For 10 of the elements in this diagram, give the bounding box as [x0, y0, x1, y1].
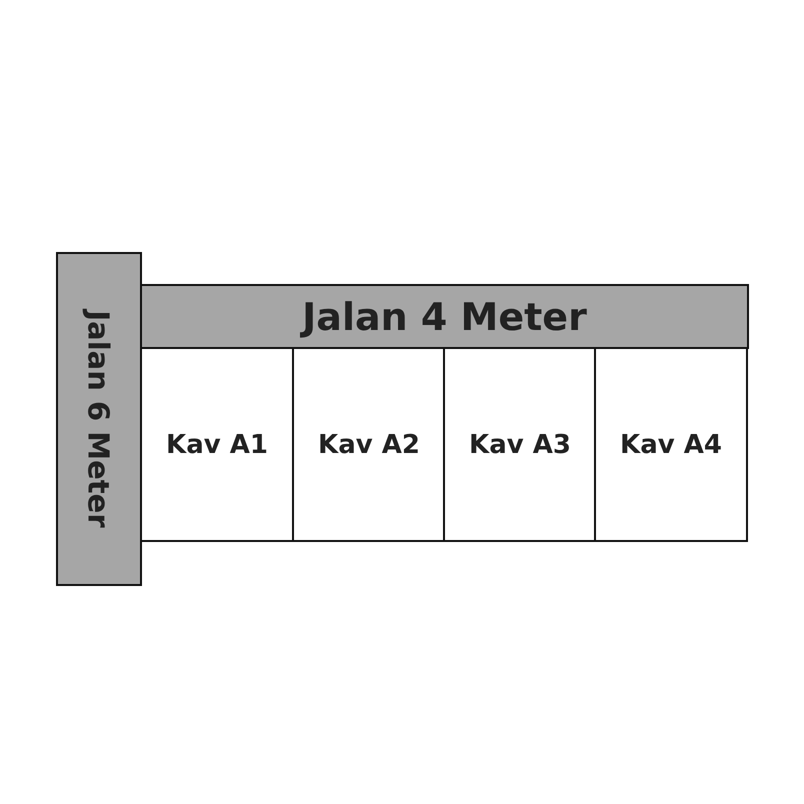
plot-label: Kav A2: [318, 430, 420, 460]
plot-box: [594, 347, 748, 542]
road-label: Jalan 6 Meter: [82, 310, 116, 528]
plot-box: [443, 347, 597, 542]
plot-label: Kav A1: [166, 430, 268, 460]
road-area: [140, 284, 749, 349]
plot-label: Kav A3: [469, 430, 571, 460]
road-label: Jalan 4 Meter: [302, 294, 587, 338]
plot-label: Kav A4: [620, 430, 722, 460]
road-area: [56, 252, 142, 586]
